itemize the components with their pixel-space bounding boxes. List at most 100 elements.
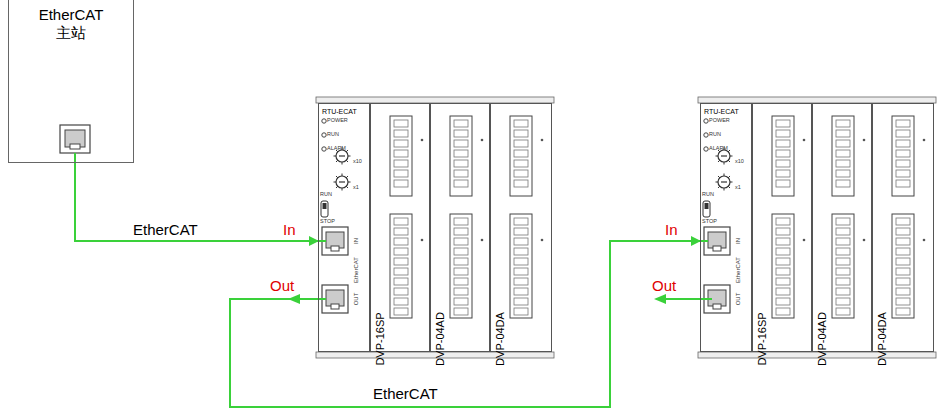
drawing-stroke bbox=[896, 150, 910, 157]
drawing-stroke bbox=[322, 147, 326, 151]
drawing-stroke bbox=[454, 140, 468, 147]
cable-line bbox=[75, 163, 318, 241]
panel-marking: EtherCAT bbox=[735, 257, 741, 283]
terminal-block bbox=[772, 116, 794, 196]
ethercat-cable bbox=[230, 241, 700, 407]
drawing-stroke bbox=[721, 155, 727, 156]
drawing-stroke bbox=[776, 288, 790, 295]
drawing-stroke bbox=[394, 160, 408, 167]
drawing-stroke bbox=[454, 180, 468, 187]
drawing-stroke bbox=[704, 147, 708, 151]
drawing-stroke bbox=[803, 139, 806, 142]
io-module: DVP-04AD bbox=[812, 103, 872, 352]
drawing-stroke bbox=[454, 170, 468, 177]
drawing-stroke bbox=[705, 203, 709, 209]
module-name: DVP-04AD bbox=[817, 312, 828, 366]
flow-arrow bbox=[288, 294, 300, 304]
drawing-stroke bbox=[836, 268, 850, 275]
io-module: DVP-04DA bbox=[872, 103, 934, 352]
rj45-port bbox=[60, 125, 90, 153]
drawing-stroke bbox=[394, 170, 408, 177]
drawing-stroke bbox=[776, 278, 790, 285]
drawing-stroke bbox=[836, 140, 850, 147]
drawing-stroke bbox=[454, 288, 468, 295]
drawing-stroke bbox=[716, 182, 719, 183]
drawing-stroke bbox=[896, 140, 910, 147]
drawing-stroke bbox=[454, 308, 468, 315]
drawing-stroke bbox=[514, 120, 528, 127]
drawing-stroke bbox=[394, 248, 408, 255]
drawing-stroke bbox=[803, 239, 806, 242]
drawing-stroke bbox=[836, 248, 850, 255]
drawing-stroke bbox=[514, 258, 528, 265]
rotary-switch bbox=[336, 150, 348, 162]
module-name: RTU-ECAT bbox=[704, 108, 739, 115]
port-label: In bbox=[283, 222, 296, 237]
drawing-stroke bbox=[334, 182, 337, 183]
drawing-stroke bbox=[322, 133, 326, 137]
drawing-stroke bbox=[721, 181, 727, 182]
in-wire bbox=[700, 240, 708, 242]
ethercat-cable bbox=[75, 163, 318, 241]
drawing-stroke bbox=[394, 258, 408, 265]
drawing-stroke bbox=[514, 160, 528, 167]
drawing-stroke bbox=[394, 308, 408, 315]
node-title: EtherCAT 主站 bbox=[31, 6, 111, 42]
drawing-stroke bbox=[394, 218, 408, 225]
panel-marking: POWER bbox=[327, 118, 348, 124]
panel-marking: OUT bbox=[353, 293, 359, 306]
drawing-stroke bbox=[514, 308, 528, 315]
drawing-stroke bbox=[481, 239, 484, 242]
panel-marking: ALARM bbox=[709, 146, 728, 152]
drawing-stroke bbox=[776, 248, 790, 255]
io-module: DVP-16SP bbox=[370, 103, 430, 352]
terminal-block bbox=[510, 116, 532, 196]
drawing-stroke bbox=[728, 160, 730, 162]
drawing-stroke bbox=[322, 119, 326, 123]
drawing-stroke bbox=[836, 278, 850, 285]
drawing-stroke bbox=[331, 304, 339, 309]
drawing-stroke bbox=[514, 150, 528, 157]
drawing-stroke bbox=[541, 239, 544, 242]
drawing-stroke bbox=[481, 139, 484, 142]
drawing-stroke bbox=[514, 238, 528, 245]
drawing-stroke bbox=[348, 156, 351, 157]
drawing-stroke bbox=[896, 160, 910, 167]
panel-marking: IN bbox=[735, 238, 741, 244]
edge-label: EtherCAT bbox=[133, 222, 198, 237]
module-name: RTU-ECAT bbox=[322, 108, 357, 115]
panel-marking: x10 bbox=[735, 159, 744, 165]
drawing-stroke bbox=[514, 130, 528, 137]
drawing-stroke bbox=[776, 298, 790, 305]
drawing-stroke bbox=[454, 150, 468, 157]
drawing-stroke bbox=[514, 248, 528, 255]
drawing-stroke bbox=[514, 180, 528, 187]
drawing-stroke bbox=[704, 133, 708, 137]
panel-marking: RUN bbox=[327, 132, 339, 138]
drawing-stroke bbox=[724, 188, 725, 191]
rtu-module: RTU-ECAT bbox=[318, 103, 370, 352]
drawing-stroke bbox=[836, 180, 850, 187]
drawing-stroke bbox=[394, 120, 408, 127]
drawing-stroke bbox=[728, 186, 730, 188]
drawing-stroke bbox=[896, 308, 910, 315]
out-wire bbox=[318, 298, 326, 300]
drawing-stroke bbox=[896, 288, 910, 295]
terminal-block bbox=[832, 116, 854, 196]
drawing-stroke bbox=[836, 298, 850, 305]
drawing-stroke bbox=[716, 156, 719, 157]
io-module: DVP-04DA bbox=[490, 103, 552, 352]
drawing-stroke bbox=[896, 248, 910, 255]
drawing-stroke bbox=[336, 186, 338, 188]
terminal-block bbox=[450, 214, 472, 318]
drawing-stroke bbox=[342, 188, 343, 191]
terminal-block bbox=[390, 214, 412, 318]
panel-marking: ALARM bbox=[327, 146, 346, 152]
drawing-stroke bbox=[421, 139, 424, 142]
drawing-stroke bbox=[730, 156, 733, 157]
drawing-stroke bbox=[896, 228, 910, 235]
drawing-stroke bbox=[776, 308, 790, 315]
slide-switch bbox=[321, 201, 328, 217]
drawing-stroke bbox=[836, 258, 850, 265]
